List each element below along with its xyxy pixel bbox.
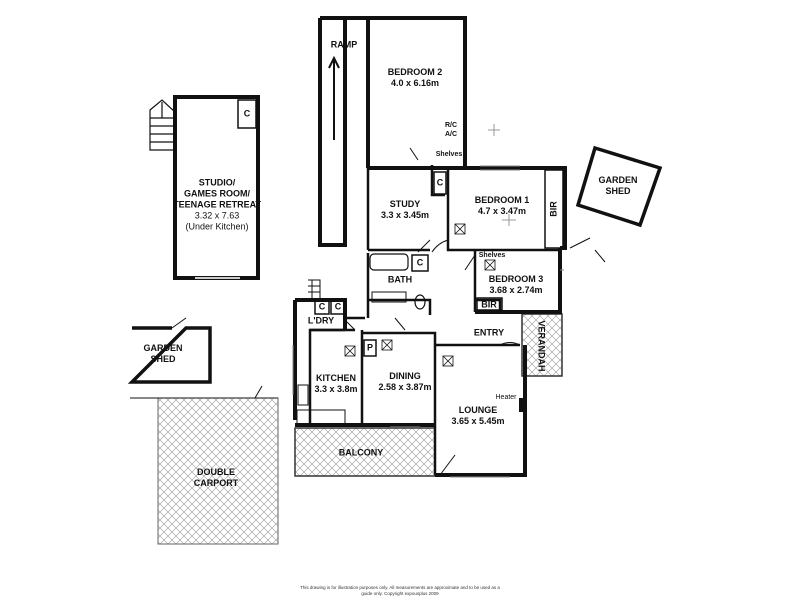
bedroom3-bir-label: BIR	[481, 299, 497, 310]
bedroom1-size: 4.7 x 3.47m	[477, 206, 527, 216]
ramp-arrow	[328, 55, 340, 140]
kitchen-name: KITCHEN	[316, 373, 356, 383]
ceiling-lights	[344, 223, 496, 367]
studio-closet-label: C	[243, 108, 251, 119]
bedroom3-bir	[476, 297, 503, 311]
garden-shed-right-walls	[575, 145, 663, 228]
garden-shed-left-walls	[127, 326, 212, 384]
verandah-label: VERANDAH	[536, 320, 547, 372]
pantry	[363, 339, 377, 357]
disclaimer-line2: guide only. Copyright expousplus 2009	[361, 590, 439, 596]
entry-label: ENTRY	[473, 327, 505, 338]
kitchen-label: KITCHEN 3.3 x 3.8m	[314, 373, 357, 395]
carport-line1: DOUBLE	[197, 467, 235, 477]
bedroom1-label: BEDROOM 1 4.7 x 3.47m	[475, 195, 530, 217]
studio-line2: GAMES ROOM/	[183, 188, 250, 199]
disclaimer-line1: This drawing is for illustration purpose…	[300, 585, 500, 590]
study-size: 3.3 x 3.45m	[380, 210, 430, 220]
garden-shed-right-label: GARDEN SHED	[598, 175, 637, 197]
fan-icon-b2	[488, 124, 500, 136]
balcony-area	[294, 427, 436, 477]
dining-label: DINING 2.58 x 3.87m	[378, 371, 431, 393]
studio-label: STUDIO/ GAMES ROOM/ TEENAGE RETREAT 3.32…	[173, 178, 261, 233]
studio-walls	[173, 95, 260, 280]
lounge-name: LOUNGE	[458, 405, 498, 415]
toilet	[414, 294, 426, 310]
ldry-closet-label-1: C	[318, 301, 326, 312]
bathtub	[369, 253, 409, 271]
rc-label: R/C	[444, 122, 458, 129]
pantry-label: P	[366, 342, 374, 353]
bedroom3-size: 3.68 x 2.74m	[489, 285, 543, 295]
disclaimer: This drawing is for illustration purpose…	[280, 585, 520, 596]
shelves-top-label: Shelves	[435, 151, 463, 158]
ldry-label: L'DRY	[307, 315, 335, 326]
lounge-size: 3.65 x 5.45m	[451, 416, 505, 426]
kitchen-bench	[296, 409, 346, 425]
ramp-label: RAMP	[330, 39, 358, 50]
shelves-b3-label: Shelves	[478, 252, 506, 259]
bedroom3-label: BEDROOM 3 3.68 x 2.74m	[489, 274, 544, 296]
study-label: STUDY 3.3 x 3.45m	[381, 199, 429, 221]
bedroom3-name: BEDROOM 3	[488, 274, 544, 284]
ac-label: A/C	[444, 131, 458, 138]
garden-shed-right-line1: GARDEN	[598, 175, 638, 185]
stairs-ldry	[308, 279, 321, 300]
dining-name: DINING	[389, 371, 421, 381]
garden-shed-left-line1: GARDEN	[143, 343, 183, 353]
ldry-closet-2	[330, 299, 346, 315]
lounge-label: LOUNGE 3.65 x 5.45m	[451, 405, 504, 427]
garden-shed-right-line2: SHED	[605, 186, 631, 196]
studio-line1: STUDIO/	[198, 177, 236, 188]
kitchen-size: 3.3 x 3.8m	[314, 384, 358, 394]
carport-line2: CARPORT	[193, 478, 239, 488]
carport-label: DOUBLE CARPORT	[194, 467, 239, 489]
studio-closet	[237, 99, 257, 129]
garden-shed-left-line2: SHED	[150, 354, 176, 364]
bedroom1-bir-label: BIR	[548, 201, 559, 217]
carport-area	[157, 397, 279, 545]
study-name: STUDY	[389, 199, 421, 209]
heater	[519, 398, 524, 412]
study-closet	[433, 171, 447, 195]
studio-line3: TEENAGE RETREAT	[173, 199, 261, 210]
bath-closet	[411, 254, 429, 272]
fan-icon	[502, 214, 516, 226]
studio-note: (Under Kitchen)	[185, 221, 249, 232]
heater-label: Heater	[495, 394, 517, 401]
sink	[297, 384, 309, 406]
bedroom1-bir	[544, 169, 564, 249]
ldry-closet-1	[314, 299, 330, 315]
garden-shed-left-label: GARDEN SHED	[143, 343, 182, 365]
interior-walls	[308, 165, 560, 475]
study-closet-label: C	[436, 177, 444, 188]
windows	[292, 165, 564, 478]
ldry-closet-label-2: C	[334, 301, 342, 312]
studio-stairs	[149, 99, 176, 151]
bedroom1-name: BEDROOM 1	[474, 195, 530, 205]
vanity	[371, 291, 407, 303]
balcony-label: BALCONY	[338, 447, 384, 458]
dining-size: 2.58 x 3.87m	[378, 382, 432, 392]
door-swings	[344, 147, 606, 476]
bath-closet-label: C	[416, 257, 424, 268]
studio-size: 3.32 x 7.63	[194, 210, 240, 221]
bedroom2-label: BEDROOM 2 4.0 x 6.16m	[388, 67, 443, 89]
bath-label: BATH	[387, 274, 413, 285]
bedroom2-name: BEDROOM 2	[387, 67, 443, 77]
bedroom2-size: 4.0 x 6.16m	[390, 78, 440, 88]
